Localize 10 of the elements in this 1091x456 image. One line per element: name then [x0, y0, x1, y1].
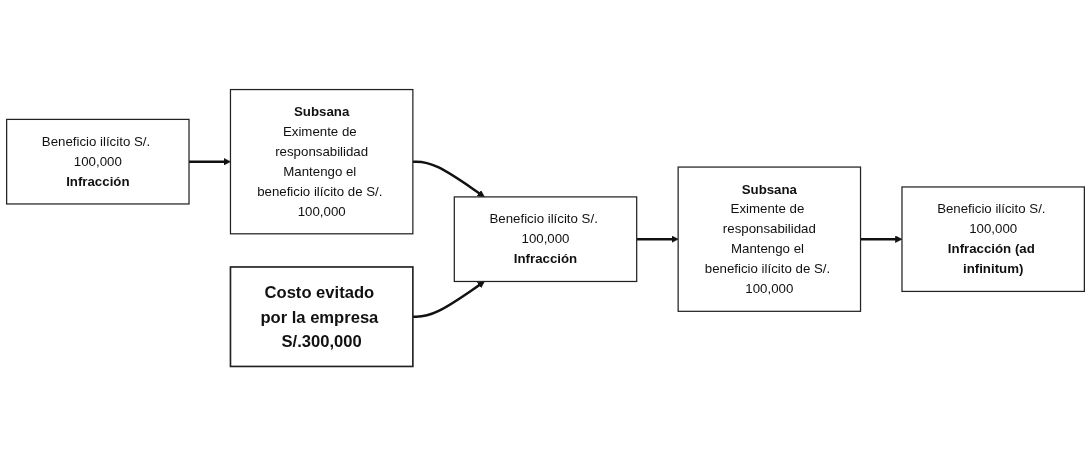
arrow — [636, 235, 679, 243]
node-box: Costo evitado por la empresa S/.300,000 — [229, 266, 414, 368]
arrow — [412, 160, 485, 198]
node-box: Beneficio ilícito S/. 100,000 Infracción — [6, 118, 190, 205]
node-box: Subsana Eximente de responsabilidad Mantengo el beneficio ilícito de S/. 100,000 — [677, 166, 862, 312]
node-box: Subsana Eximente de responsabilidad Mantengo el beneficio ilícito de S/. 100,000 — [229, 88, 414, 235]
arrow — [189, 158, 231, 166]
arrow — [412, 281, 485, 318]
node-box: Beneficio ilícito S/. 100,000 Infracción (ad infinitum) — [901, 186, 1085, 293]
node-box: Beneficio ilícito S/. 100,000 Infracción — [453, 196, 638, 283]
